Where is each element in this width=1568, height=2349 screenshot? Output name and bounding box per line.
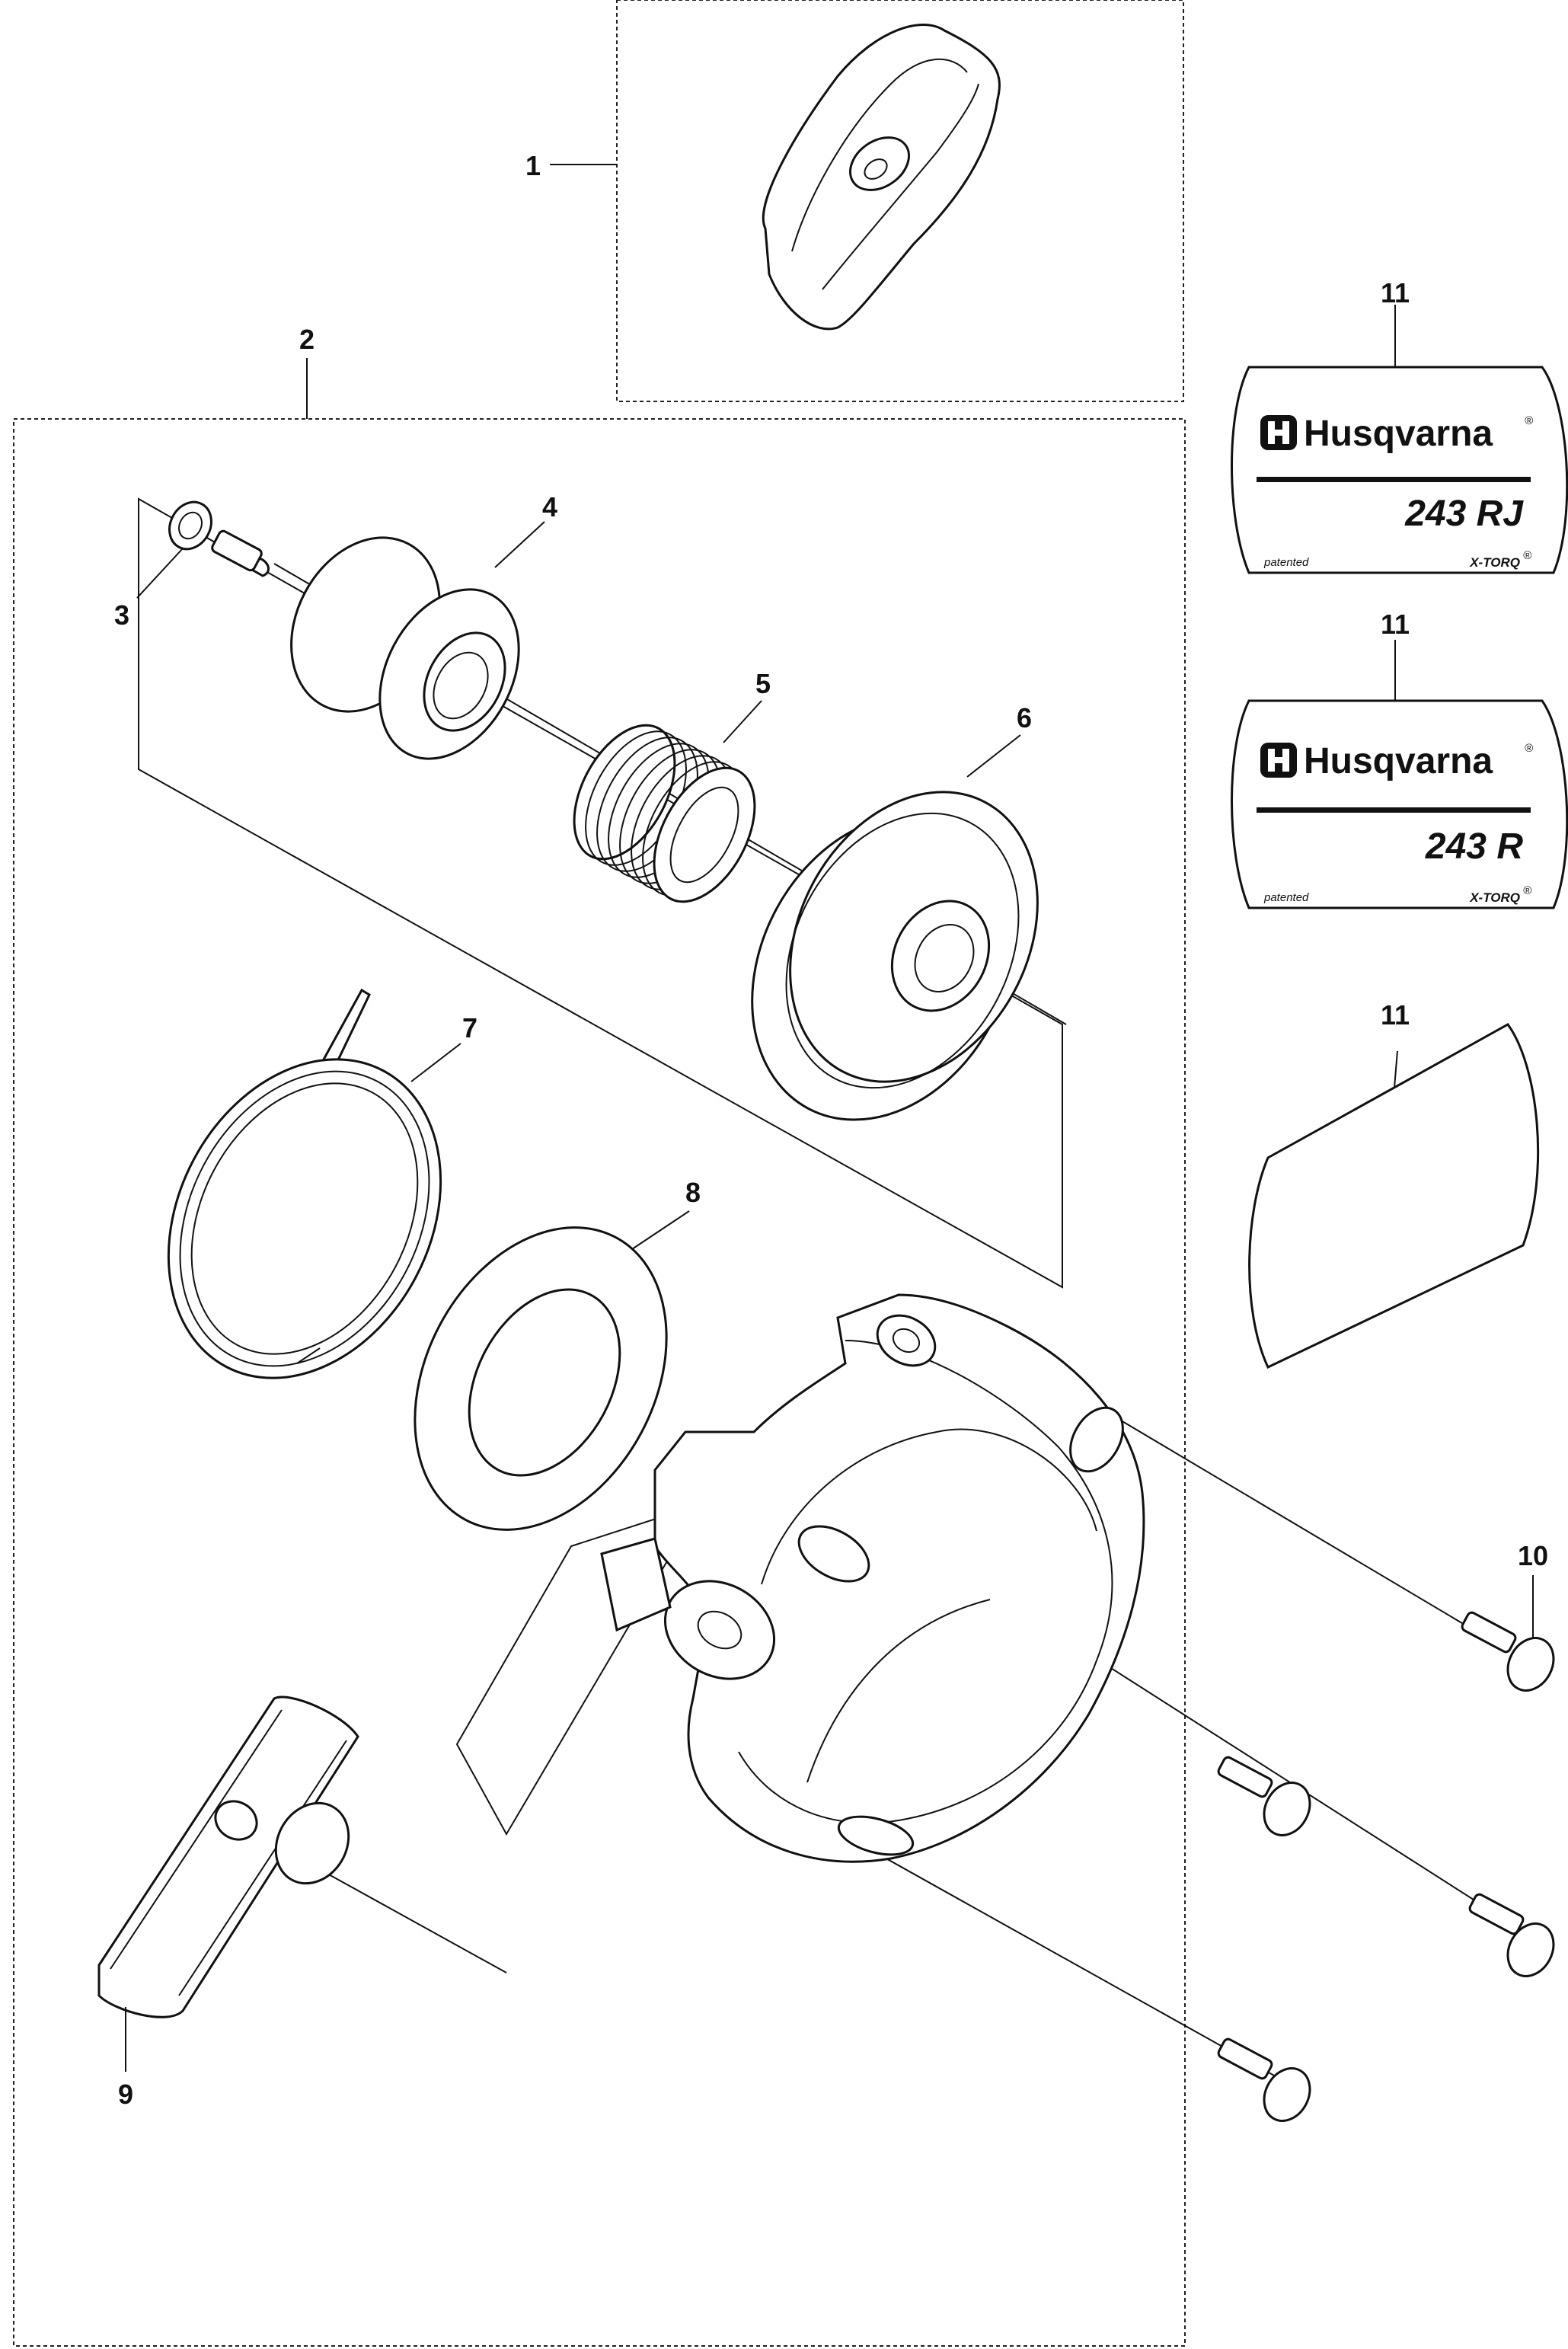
callout-3: 3 (114, 599, 129, 631)
leader-4 (494, 521, 545, 568)
part-1-handle-grip (762, 24, 1001, 331)
husqvarna-logo-icon (1260, 743, 1297, 778)
callout-4: 4 (542, 491, 557, 523)
leader-7 (410, 1043, 461, 1082)
part-8-washer (414, 1226, 668, 1531)
leader-6 (966, 734, 1021, 778)
part-10-bolt-c (1468, 1893, 1555, 1977)
callout-10: 10 (1518, 1540, 1548, 1571)
decal-243rj: Husqvarna ® 243 RJ patented X-TORQ ® (1231, 305, 1568, 574)
callout-9: 9 (118, 2079, 133, 2110)
decal-rj-model: 243 RJ (1404, 494, 1524, 534)
decal-r-reg: ® (1525, 742, 1534, 755)
part-6-rope-pulley (751, 791, 1039, 1121)
decal-r-model: 243 R (1425, 826, 1523, 867)
decal-rj-reg: ® (1525, 414, 1534, 427)
leader-8 (631, 1210, 690, 1250)
axis-line-bolt-10c (845, 1835, 1295, 2088)
callout-1: 1 (525, 150, 541, 181)
callout-8: 8 (685, 1177, 701, 1208)
leader-3 (136, 548, 184, 599)
callout-2: 2 (299, 324, 315, 355)
axis-line-handle (327, 1873, 507, 1973)
group-box-part-2 (13, 418, 1186, 2347)
decal-r-xtorq-reg: ® (1523, 884, 1532, 897)
part-4-hub-bushing (290, 536, 520, 760)
decal-r-brand: Husqvarna (1304, 741, 1493, 781)
husqvarna-logo-icon (1260, 415, 1297, 450)
frame-spring-group (138, 497, 1063, 1289)
part-9-starter-handle (97, 1695, 359, 2018)
group-box-part-1 (616, 0, 1184, 402)
part-7-recoil-spring (167, 988, 442, 1379)
decal-rj-brand: Husqvarna (1304, 414, 1493, 454)
callout-11-rj: 11 (1381, 277, 1410, 308)
callout-11-r: 11 (1381, 609, 1410, 640)
callout-11-blank: 11 (1381, 999, 1410, 1031)
decal-r-patented: patented (1263, 891, 1309, 904)
part-3-center-screw (168, 500, 270, 577)
starter-housing (600, 1293, 1145, 1863)
callout-6: 6 (1017, 702, 1032, 733)
decal-rj-patented: patented (1263, 556, 1309, 569)
callout-5: 5 (755, 668, 771, 699)
callout-7: 7 (462, 1012, 477, 1043)
decal-r-xtorq: X-TORQ (1469, 890, 1520, 905)
decal-rj-xtorq: X-TORQ (1469, 555, 1520, 570)
decal-243r: Husqvarna ® 243 R patented X-TORQ ® (1231, 640, 1568, 909)
leader-5 (723, 700, 762, 743)
part-10-bolt-d (1217, 2037, 1311, 2122)
decal-blank (1248, 1023, 1540, 1369)
axis-line-bolt-10a (1088, 1401, 1474, 1631)
part-10-bolt-b (1217, 1756, 1311, 1836)
part-10-bolt-a (1461, 1611, 1555, 1692)
part-5-coil-spring (573, 724, 756, 903)
decal-rj-xtorq-reg: ® (1523, 549, 1532, 562)
